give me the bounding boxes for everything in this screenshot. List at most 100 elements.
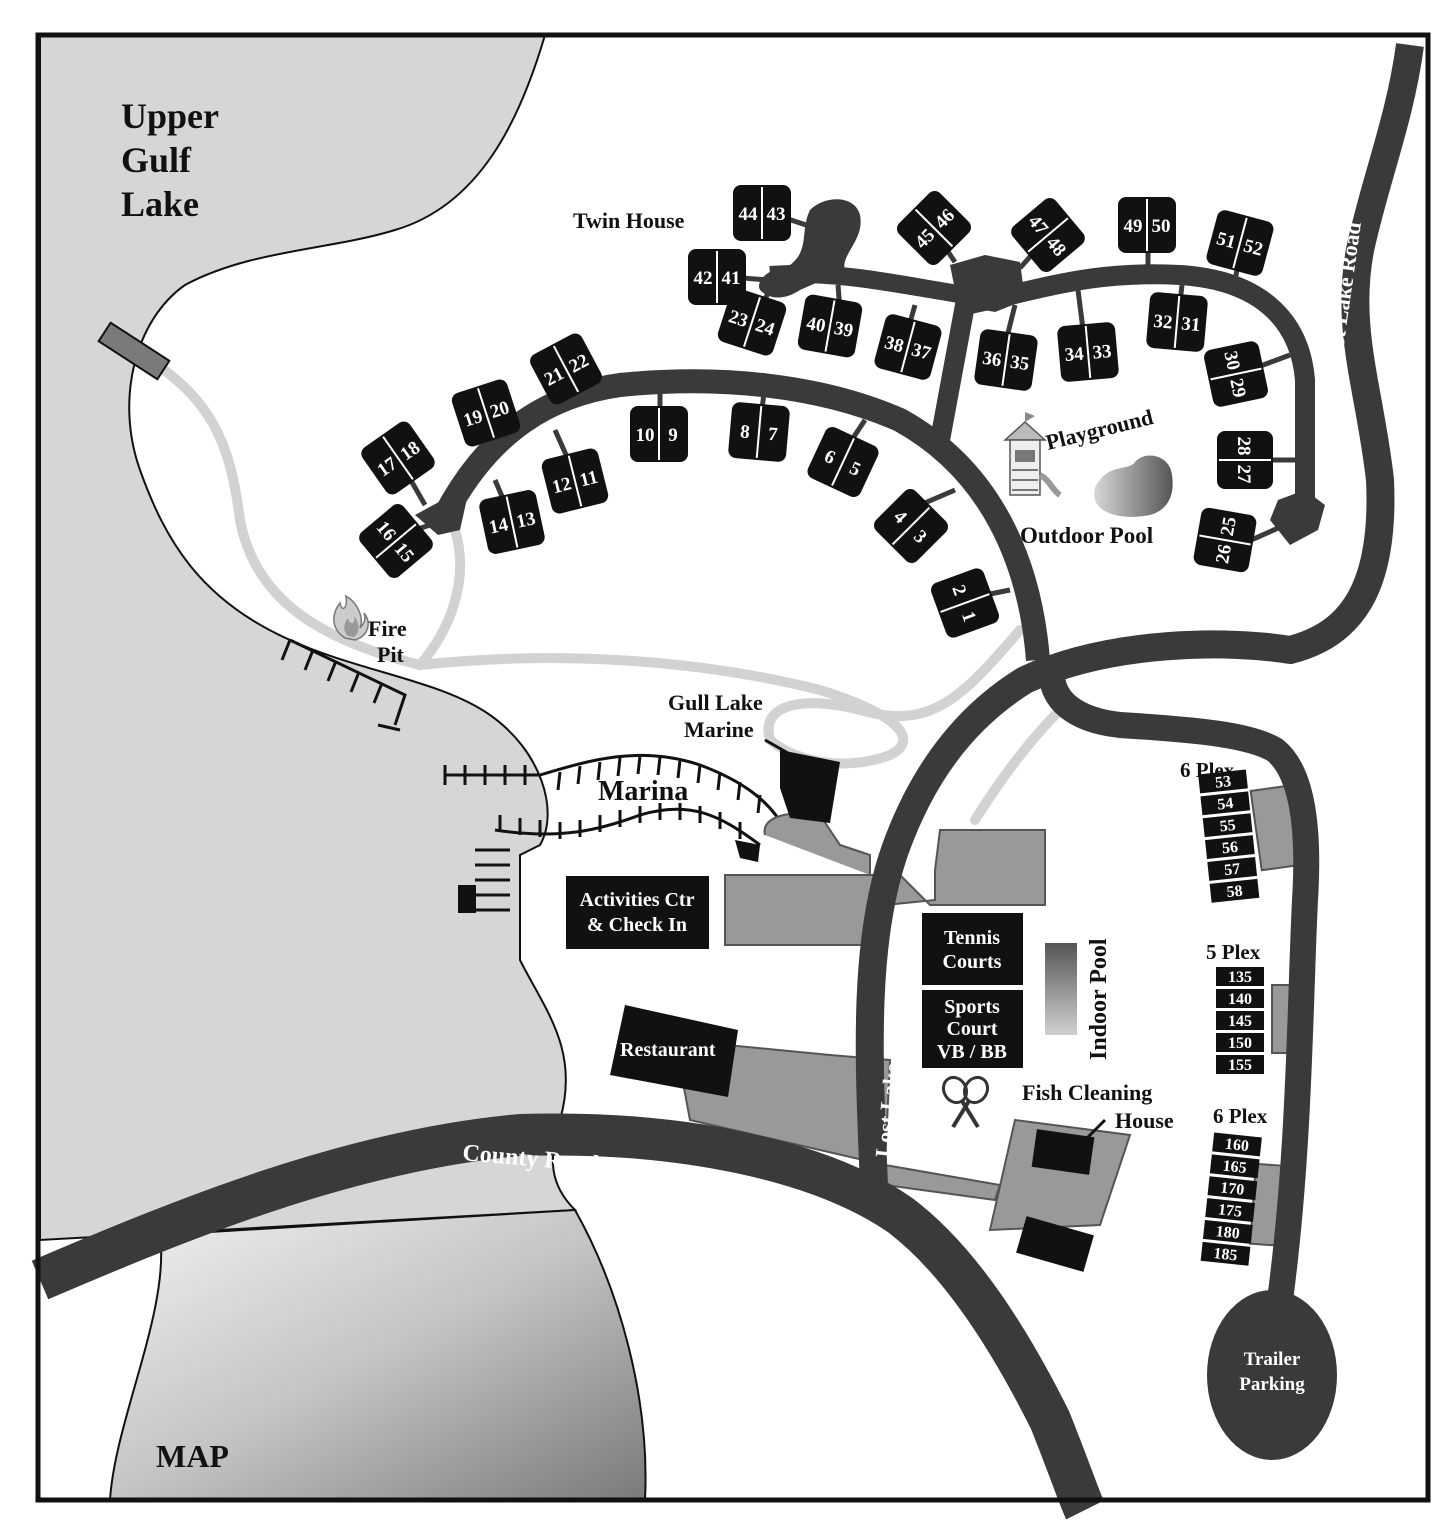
lost-lake-road (855, 43, 1424, 1211)
plex-unit: 185 (1213, 1245, 1239, 1264)
restaurant-label: Restaurant (620, 1039, 716, 1061)
fire-pit-label-2: Pit (377, 642, 405, 667)
cabin-number: 50 (1152, 216, 1171, 237)
playground-label: Playground (1043, 404, 1155, 455)
plex-unit: 165 (1222, 1158, 1248, 1177)
tennis-label-1: Tennis (944, 927, 1000, 949)
county-road-77 (31, 1113, 1105, 1520)
plex-unit: 57 (1223, 861, 1241, 880)
cabin-42-41: 42 41 (688, 249, 746, 305)
plex-unit: 53 (1214, 773, 1232, 792)
plex-unit: 58 (1226, 883, 1244, 902)
cabin-number: 42 (694, 268, 713, 289)
black-buildings (780, 750, 1095, 1272)
tennis-racket-icon (941, 1075, 990, 1129)
cabin-number: 28 (1233, 437, 1254, 456)
plex-unit: 180 (1215, 1223, 1241, 1242)
outdoor-pool-label: Outdoor Pool (1020, 523, 1153, 548)
plex-unit: 56 (1221, 839, 1239, 858)
plex-unit: 160 (1224, 1136, 1250, 1155)
activities-label-2: & Check In (587, 914, 687, 936)
cabin-4-3: 43 (874, 489, 948, 563)
cabin-number: 43 (767, 204, 786, 225)
sports-label-1: Sports (944, 996, 1000, 1018)
cabin-49-50: 49 50 (1118, 197, 1176, 253)
cabin-number: 44 (739, 204, 759, 225)
fish-cleaning-label-2: House (1115, 1108, 1174, 1133)
marina-label: Marina (598, 776, 688, 807)
sports-label-2: Court (946, 1018, 997, 1040)
cul-de-sacs (415, 199, 1325, 545)
cabin-10-9: 10 9 (630, 406, 688, 462)
plex-unit: 140 (1228, 991, 1252, 1008)
plex-unit: 54 (1217, 795, 1235, 814)
plex-unit: 145 (1228, 1013, 1252, 1030)
cabin-number: 38 (882, 332, 906, 357)
cabin-number: 8 (739, 421, 750, 443)
indoor-pool (1045, 943, 1077, 1035)
cabin-number: 29 (1225, 377, 1249, 400)
cabin-number: 35 (1009, 352, 1031, 375)
gull-lake-marine-label-1: Gull Lake (668, 690, 763, 715)
activities-label-1: Activities Ctr (580, 889, 695, 911)
cabin-number: 10 (636, 425, 655, 446)
tennis-courts (922, 913, 1023, 985)
cabin-number: 13 (515, 508, 538, 532)
cabin-number: 51 (1214, 228, 1238, 253)
twin-house-label: Twin House (573, 208, 685, 233)
boat-launch (97, 321, 171, 381)
restaurant-building (610, 1005, 738, 1097)
map-label: MAP (156, 1438, 229, 1474)
plex-unit: 135 (1228, 969, 1252, 986)
marine-pointer (764, 738, 796, 759)
cabin-number: 49 (1124, 216, 1143, 237)
cabin-number: 52 (1241, 235, 1265, 260)
cabin-number: 30 (1219, 349, 1243, 372)
docks (280, 638, 787, 912)
sports-court (922, 990, 1023, 1068)
main-loop-road (434, 369, 1050, 661)
fish-cleaning-label-1: Fish Cleaning (1022, 1080, 1152, 1105)
activities-center (566, 876, 709, 949)
cabin-number: 31 (1180, 313, 1201, 336)
cabin-36-35: 36 35 (974, 329, 1038, 391)
lake-label-3: Lake (121, 184, 199, 224)
plex-unit: 170 (1219, 1179, 1245, 1198)
cabin-number: 11 (578, 467, 601, 492)
plex_5-title: 5 Plex (1206, 940, 1261, 964)
dock-boat (735, 840, 760, 862)
upper-gulf-lake (39, 34, 578, 1242)
playground-icon (1003, 412, 1062, 498)
lake-label-2: Gulf (121, 140, 192, 180)
tennis-label-2: Courts (943, 951, 1002, 973)
plex-unit: 150 (1228, 1035, 1252, 1052)
cabin-number: 41 (722, 268, 741, 289)
cabin-number: 26 (1212, 543, 1236, 565)
cabin-number: 36 (981, 348, 1003, 371)
cabin-number: 9 (668, 425, 678, 446)
trailer-parking (1207, 1290, 1337, 1460)
trailer-parking-label-1: Trailer (1244, 1349, 1301, 1370)
small-dock-shed (458, 885, 476, 913)
cabin-number: 33 (1092, 341, 1113, 364)
fire-pit-icon (333, 594, 369, 641)
plex-road (1038, 669, 1320, 1302)
